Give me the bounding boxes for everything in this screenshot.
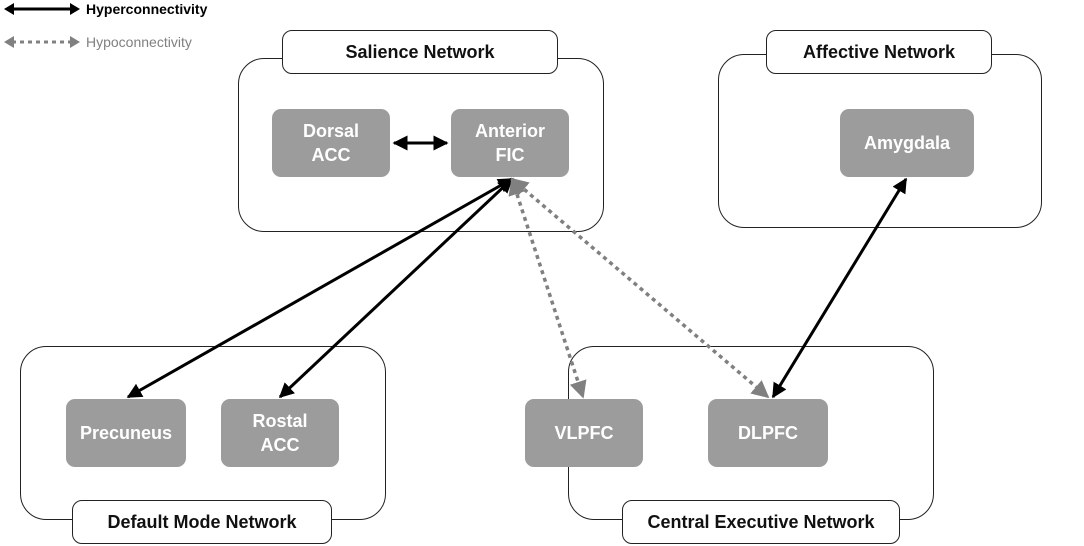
legend-hyper: Hyperconnectivity <box>0 0 240 18</box>
double-arrow-solid-icon <box>4 3 80 15</box>
central-executive-network-title: Central Executive Network <box>622 500 900 544</box>
salience-network-title: Salience Network <box>282 30 558 74</box>
node-dorsal-acc: Dorsal ACC <box>272 109 390 177</box>
affective-network-title: Affective Network <box>766 30 992 74</box>
node-rostal-acc: Rostal ACC <box>221 399 339 467</box>
default-mode-network-title: Default Mode Network <box>72 500 332 544</box>
double-arrow-dotted-icon <box>4 36 80 48</box>
legend-hyper-label: Hyperconnectivity <box>86 1 208 17</box>
node-vlpfc: VLPFC <box>525 399 643 467</box>
node-amygdala: Amygdala <box>840 109 974 177</box>
node-anterior-fic: Anterior FIC <box>451 109 569 177</box>
node-precuneus: Precuneus <box>66 399 186 467</box>
node-dlpfc: DLPFC <box>708 399 828 467</box>
legend-hypo-label: Hypoconnectivity <box>86 34 192 50</box>
legend-hypo: Hypoconnectivity <box>0 33 240 51</box>
